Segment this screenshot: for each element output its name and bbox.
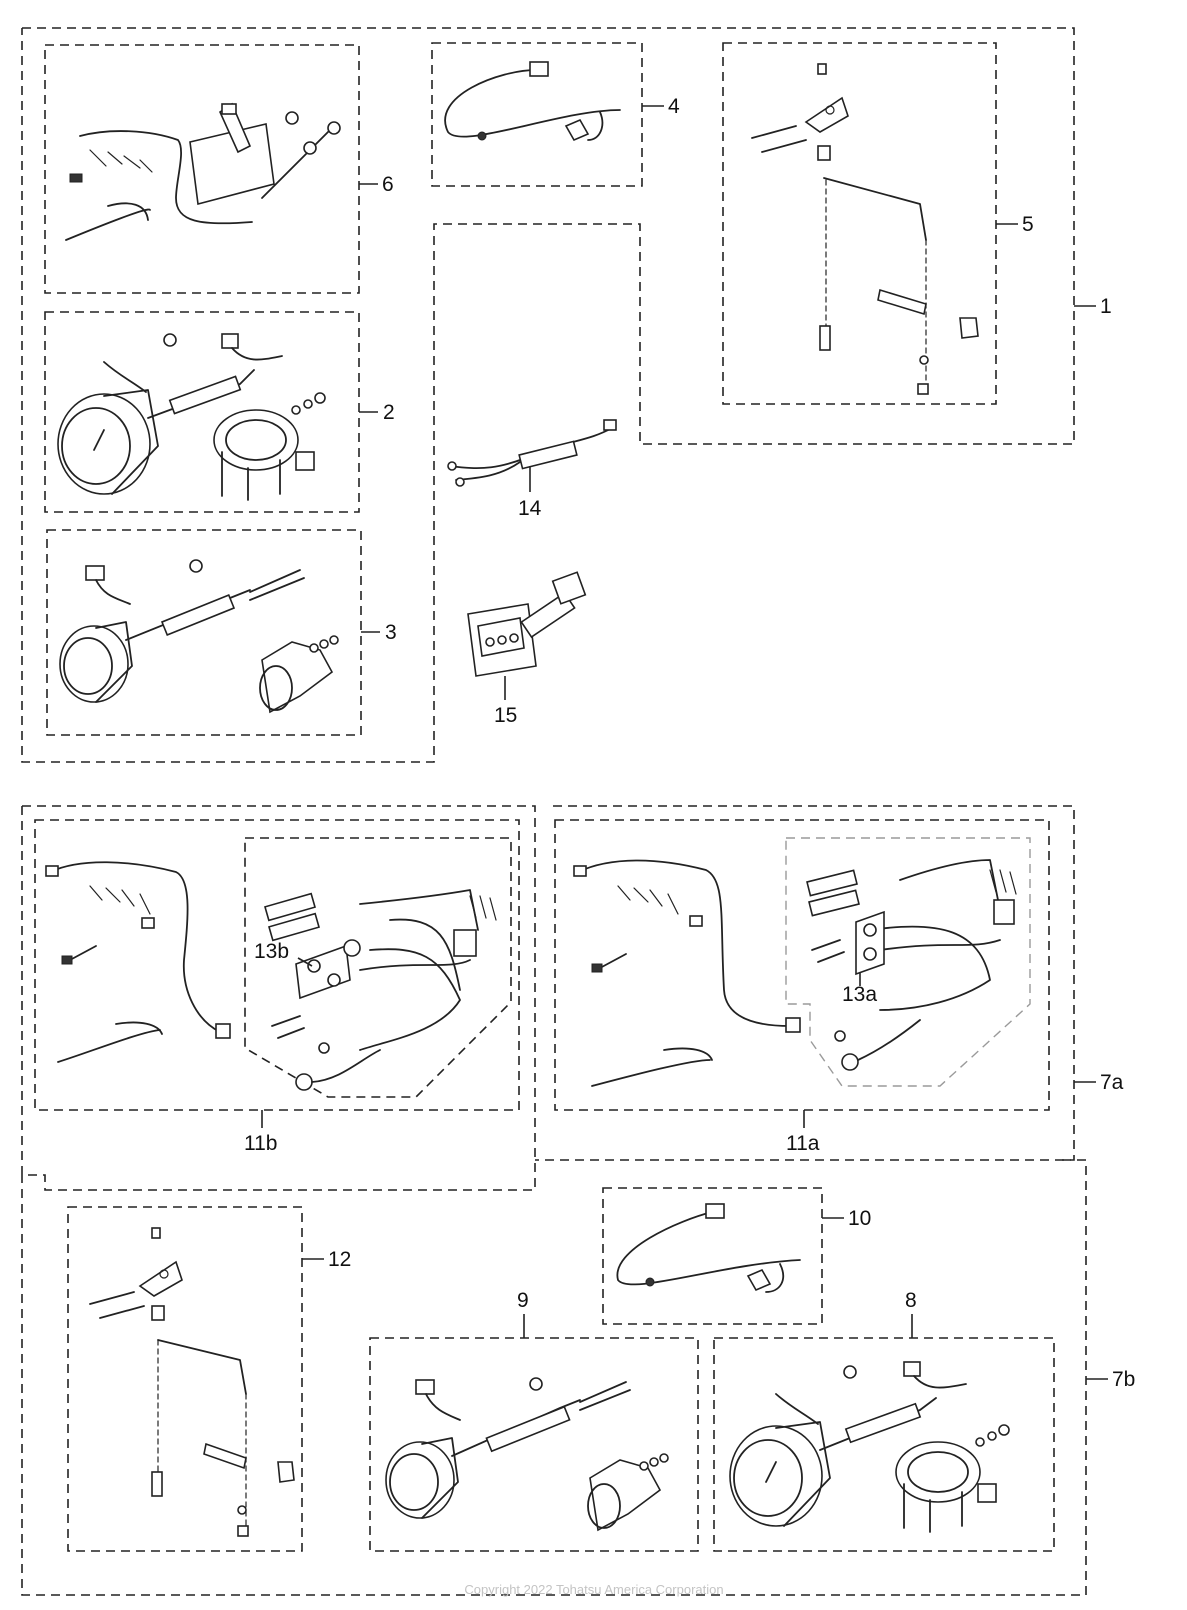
part-14-harness	[447, 419, 617, 492]
part-5-linkage-kit	[722, 42, 1018, 405]
part-4-harness	[431, 42, 664, 187]
part-12-linkage-kit	[67, 1206, 324, 1552]
callout-3: 3	[385, 621, 397, 644]
callout-5: 5	[1022, 213, 1034, 236]
part-11a-harness-set	[554, 819, 1050, 1128]
group-7b-frame	[21, 1159, 1108, 1596]
callout-11a: 11a	[786, 1132, 820, 1155]
callout-4: 4	[668, 95, 680, 118]
callout-2: 2	[383, 401, 395, 424]
group-11b-frame	[21, 805, 536, 1191]
part-11b-harness-set	[34, 819, 520, 1128]
group-7a-frame	[535, 805, 1096, 1161]
callout-13b: 13b	[254, 940, 289, 963]
callout-1: 1	[1100, 295, 1112, 318]
group-1-frame	[21, 27, 1096, 763]
part-8-gauge-large	[713, 1314, 1055, 1552]
callout-8: 8	[905, 1289, 917, 1312]
callout-14: 14	[518, 497, 542, 520]
part-15-switch-panel	[467, 571, 587, 700]
part-10-harness	[602, 1187, 844, 1325]
part-6-remote-control	[44, 44, 378, 294]
part-9-gauge-small	[369, 1314, 699, 1552]
callout-11b: 11b	[244, 1132, 277, 1155]
callout-10: 10	[848, 1207, 871, 1230]
callout-9: 9	[517, 1289, 529, 1312]
part-3-gauge-small	[46, 529, 380, 736]
callout-7a: 7a	[1100, 1071, 1124, 1094]
callout-7b: 7b	[1112, 1368, 1135, 1391]
callout-12: 12	[328, 1248, 351, 1271]
copyright-notice: Copyright 2022 Tohatsu America Corporati…	[464, 1582, 723, 1597]
callout-15: 15	[494, 704, 517, 727]
part-2-gauge-large	[44, 311, 378, 513]
callout-13a: 13a	[842, 983, 877, 1006]
callout-6: 6	[382, 173, 394, 196]
